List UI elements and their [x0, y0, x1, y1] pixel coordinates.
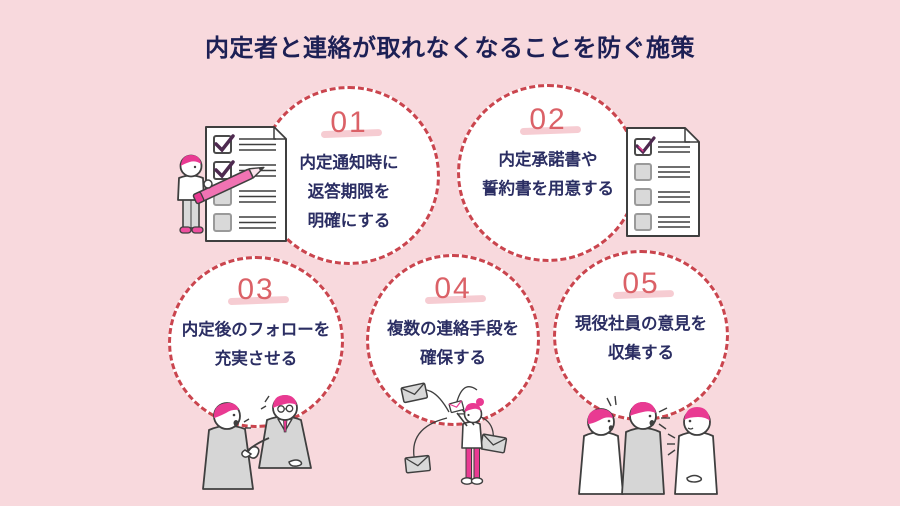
- step-number-text: 02: [529, 103, 567, 136]
- envelope-icon: [400, 382, 429, 404]
- checklist-document: [205, 126, 287, 242]
- step-text-line: 確保する: [420, 348, 486, 367]
- envelope-icon: [404, 454, 432, 474]
- step-number-text: 05: [622, 267, 660, 300]
- step-text-line: 誓約書を用意する: [482, 179, 614, 198]
- person-juggling-envelopes-illustration: [391, 382, 519, 504]
- checklist-document-illustration: [621, 123, 707, 241]
- step-circle-04: 04 複数の連絡手段を 確保する: [366, 254, 540, 426]
- person-left: [578, 395, 624, 495]
- step-number: 01: [321, 106, 383, 139]
- step-text-line: 内定承諾書や: [498, 151, 598, 169]
- person-checking-checklist-illustration: [164, 122, 296, 250]
- step-number-text: 03: [237, 273, 275, 306]
- person-left: [202, 402, 260, 490]
- step-number: 02: [520, 103, 582, 136]
- page-title: 内定者と連絡が取れなくなることを防ぐ施策: [205, 35, 695, 62]
- two-people-talking-illustration: [183, 386, 329, 500]
- step-text: 現役社員の意見を 収集する: [575, 310, 707, 368]
- step-number: 04: [425, 272, 487, 305]
- person: [448, 398, 484, 485]
- step-text-line: 内定通知時に: [299, 154, 399, 172]
- step-circle-02: 02 内定承諾書や 誓約書を用意する: [457, 84, 639, 262]
- three-people-talking-illustration: [571, 386, 721, 500]
- step-circle-01: 01 内定通知時に 返答期限を 明確にする: [258, 86, 440, 265]
- step-number: 05: [613, 267, 675, 300]
- person-middle: [621, 402, 670, 495]
- step-text: 複数の連絡手段を 確保する: [387, 315, 519, 373]
- step-circle-05: 05 現役社員の意見を 収集する: [553, 250, 729, 421]
- step-text-line: 充実させる: [214, 349, 298, 368]
- step-circle-03: 03 内定後のフォローを 充実させる: [168, 256, 344, 428]
- step-number-text: 01: [330, 106, 368, 139]
- envelope-icon: [479, 433, 508, 454]
- step-text: 内定承諾書や 誓約書を用意する: [482, 146, 614, 204]
- step-number: 03: [228, 273, 290, 306]
- step-text-line: 現役社員の意見を: [575, 315, 707, 333]
- step-text-line: 明確にする: [307, 211, 391, 230]
- step-text-line: 複数の連絡手段を: [387, 320, 519, 338]
- step-number-text: 04: [434, 272, 472, 305]
- person-with-pencil: [177, 154, 265, 234]
- person-right: [241, 395, 312, 469]
- step-text: 内定後のフォローを 充実させる: [182, 316, 331, 374]
- step-text-line: 収集する: [608, 343, 674, 362]
- step-text: 内定通知時に 返答期限を 明確にする: [300, 149, 399, 236]
- step-text-line: 返答期限を: [307, 182, 391, 201]
- person-right: [667, 407, 718, 495]
- step-text-line: 内定後のフォローを: [181, 321, 331, 339]
